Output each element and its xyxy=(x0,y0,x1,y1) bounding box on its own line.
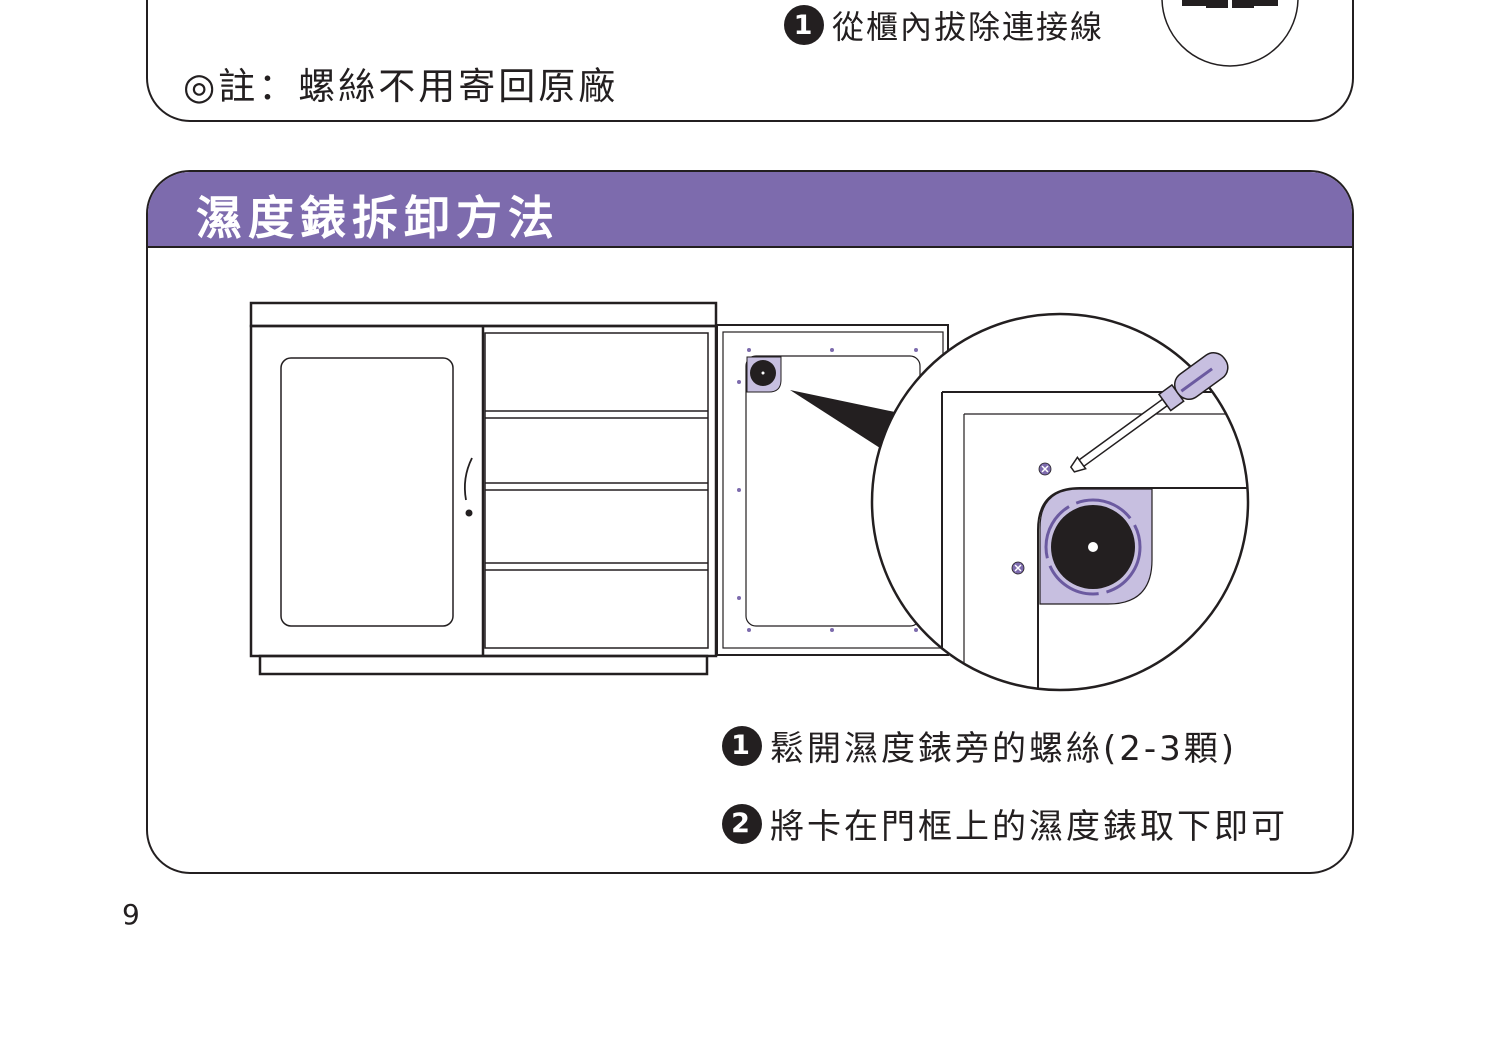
door-screw-dots xyxy=(737,348,918,632)
step-2: 2 將卡在門框上的濕度錶取下即可 xyxy=(722,799,1288,848)
step-1-text: 鬆開濕度錶旁的螺絲(2-3顆) xyxy=(770,729,1238,769)
cable-connector-icon xyxy=(1161,0,1299,67)
small-hygrometer-icon xyxy=(746,356,782,393)
step-2-number: 2 xyxy=(722,803,762,844)
section-header: 濕度錶拆卸方法 xyxy=(148,172,1352,248)
previous-step: 1 從櫃內拔除連接線 xyxy=(784,2,1104,48)
hygrometer-dial-icon xyxy=(1039,488,1153,605)
step-2-text: 將卡在門框上的濕度錶取下即可 xyxy=(770,807,1288,847)
section-title: 濕度錶拆卸方法 xyxy=(196,191,560,245)
step-number-badge: 1 xyxy=(784,5,824,45)
previous-step-text: 從櫃內拔除連接線 xyxy=(832,8,1105,46)
screwdriver-icon xyxy=(1069,352,1229,473)
step-1: 1 鬆開濕度錶旁的螺絲(2-3顆) xyxy=(722,721,1237,770)
zoom-pointer-icon xyxy=(790,390,895,448)
dry-cabinet-icon xyxy=(249,301,718,676)
hygrometer-removal-box: 濕度錶拆卸方法 xyxy=(146,170,1354,874)
page-number: 9 xyxy=(122,898,140,931)
previous-step-box xyxy=(146,0,1354,122)
screw-note: ◎註：螺絲不用寄回原廠 xyxy=(183,65,619,108)
step-1-number: 1 xyxy=(722,725,762,766)
screw-icon xyxy=(1011,462,1052,575)
